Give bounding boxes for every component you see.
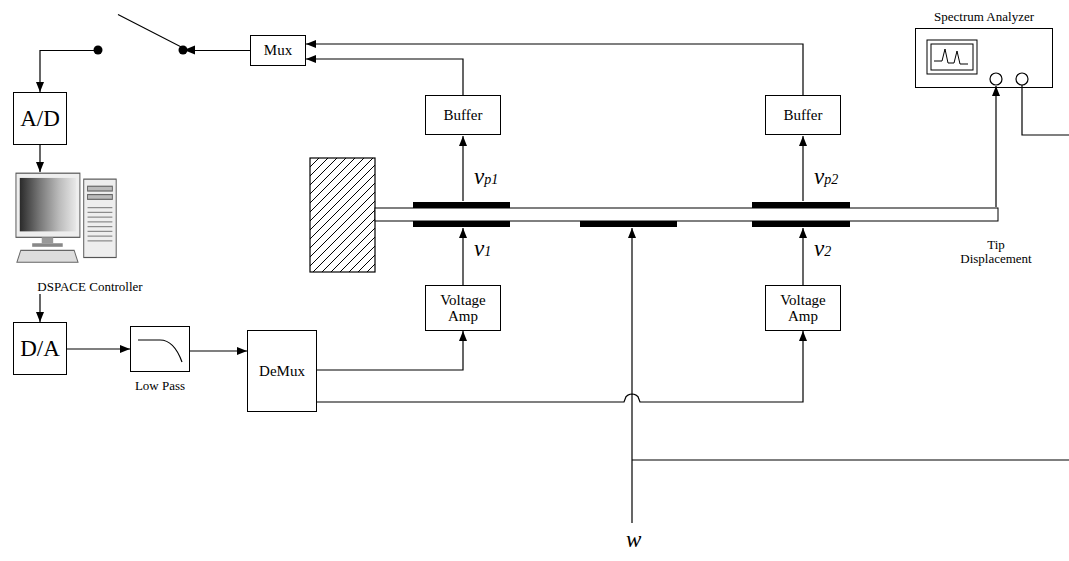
input-knob (990, 73, 1002, 85)
piezo-patch (580, 221, 677, 227)
piezo-patch (752, 202, 850, 208)
caption-label: DSPACE Controller (37, 280, 142, 294)
signal-wire (39, 294, 40, 322)
box-label: Buffer (444, 107, 483, 124)
caption-label: Low Pass (135, 379, 185, 393)
clamp-wall (310, 158, 375, 272)
signal-wire (39, 145, 40, 172)
converter-box: D/A (13, 322, 67, 375)
amplifier-box: Voltage Amp (765, 285, 841, 331)
signal-arrow (462, 228, 463, 285)
signal-wire (306, 59, 463, 95)
box-label: A/D (20, 106, 60, 131)
piezo-patch (752, 221, 850, 227)
piezo-patch (413, 202, 510, 208)
disturbance-wire (632, 228, 1069, 523)
buffer-box: Buffer (765, 95, 841, 135)
computer-icon (15, 172, 120, 267)
analyzer-wire (995, 86, 996, 207)
signal-name: v2 (814, 236, 831, 261)
buffer-box: Buffer (425, 95, 501, 135)
analyzer-screen (926, 39, 978, 75)
disturbance-wire (631, 228, 632, 523)
cantilever-beam (375, 208, 998, 221)
box-label: Voltage Amp (772, 292, 834, 325)
piezo-patch (413, 202, 850, 227)
piezo-patch (413, 221, 510, 227)
signal-arrow (802, 136, 803, 201)
signal-name: v1 (474, 236, 491, 261)
input-knob (990, 73, 1028, 85)
signal-wire (67, 348, 130, 349)
signal-wire (40, 15, 250, 93)
signal-name: w (626, 527, 641, 552)
spectrum-analyzer: Spectrum Analyzer (915, 28, 1053, 88)
analyzer-wire (1022, 85, 1069, 135)
box-label: Voltage Amp (432, 292, 494, 325)
filter-box: Low Pass (130, 326, 190, 372)
signal-wire (317, 331, 463, 370)
signal-arrow (463, 136, 803, 285)
disturbance-wire (632, 459, 1069, 460)
demultiplexer-box: DeMux (247, 330, 317, 412)
filter-curve (132, 328, 188, 370)
signal-name: vp2 (814, 164, 838, 189)
caption-label: Spectrum Analyzer (934, 10, 1034, 24)
signal-wire (190, 350, 247, 351)
converter-box: A/D (13, 92, 67, 145)
amplifier-box: Voltage Amp (425, 285, 501, 331)
box-label: D/A (20, 336, 60, 361)
box-label: Buffer (784, 107, 823, 124)
signal-arrow (462, 136, 463, 201)
signal-wire (317, 331, 803, 402)
measurement-label: Tip Displacement (951, 238, 1041, 267)
signal-wire (306, 44, 803, 95)
signal-name: vp1 (474, 164, 498, 189)
input-knob (1016, 73, 1028, 85)
analyzer-wire (996, 85, 1069, 207)
signal-arrow (802, 228, 803, 285)
box-label: DeMux (259, 363, 305, 380)
box-label: Mux (264, 42, 292, 59)
multiplexer-box: Mux (250, 35, 306, 66)
controller-computer: DSPACE Controller (15, 172, 165, 294)
